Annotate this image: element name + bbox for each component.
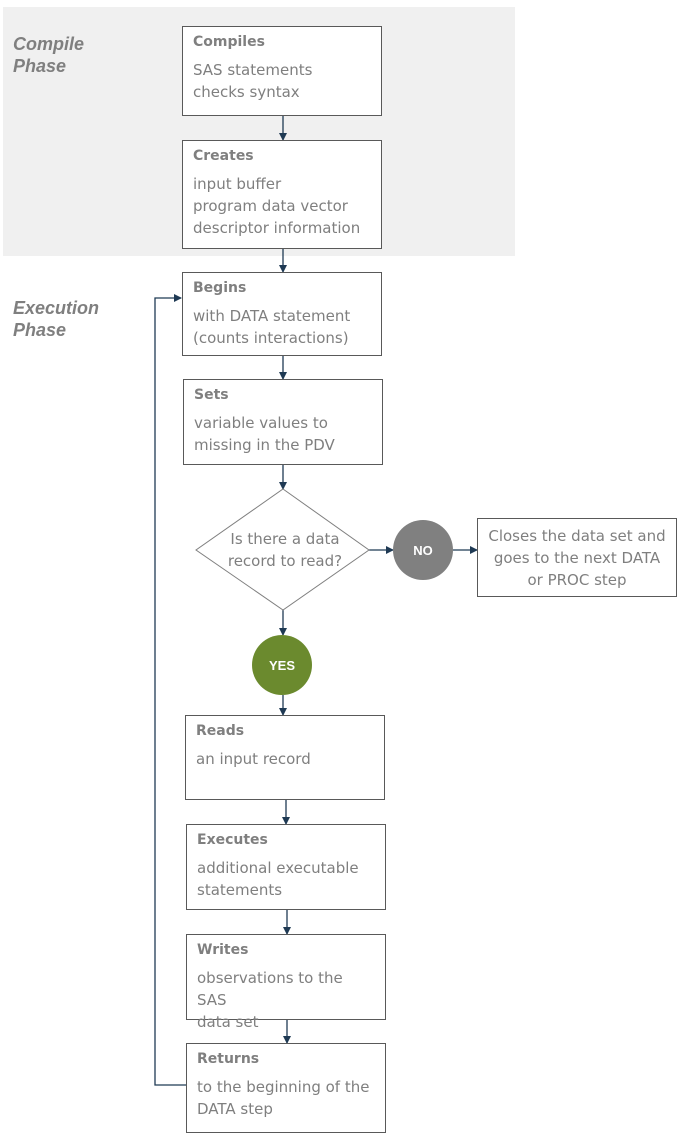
execution-phase-label: Execution Phase	[13, 298, 100, 340]
step-body: observations to the SAS data set	[197, 969, 343, 1031]
step-title: Writes	[197, 942, 249, 958]
no-circle: NO	[393, 520, 453, 580]
step-compiles: Compiles SAS statements checks syntax	[182, 26, 382, 116]
decision-diamond	[195, 488, 370, 611]
step-creates: Creates input buffer program data vector…	[182, 140, 382, 249]
step-begins: Begins with DATA statement (counts inter…	[182, 272, 382, 356]
step-body: an input record	[196, 750, 311, 768]
step-body: additional executable statements	[197, 859, 359, 899]
step-title: Compiles	[193, 34, 265, 50]
step-body: SAS statements checks syntax	[193, 61, 313, 101]
step-returns: Returns to the beginning of the DATA ste…	[186, 1043, 386, 1133]
step-body: with DATA statement (counts interactions…	[193, 307, 351, 347]
compile-phase-label: Compile Phase	[13, 34, 85, 76]
step-title: Begins	[193, 280, 247, 296]
step-executes: Executes additional executable statement…	[186, 824, 386, 910]
step-sets: Sets variable values to missing in the P…	[183, 379, 383, 465]
step-title: Creates	[193, 148, 254, 164]
no-outcome-box: Closes the data set and goes to the next…	[477, 518, 677, 597]
step-title: Returns	[197, 1051, 260, 1067]
step-reads: Reads an input record	[185, 715, 385, 800]
step-body: to the beginning of the DATA step	[197, 1078, 370, 1118]
yes-circle: YES	[252, 635, 312, 695]
step-writes: Writes observations to the SAS data set	[186, 934, 386, 1031]
step-title: Sets	[194, 387, 229, 403]
step-title: Executes	[197, 832, 268, 848]
step-title: Reads	[196, 723, 245, 739]
step-body: variable values to missing in the PDV	[194, 414, 335, 454]
step-body: input buffer program data vector descrip…	[193, 175, 361, 237]
loop-back-arrow	[154, 294, 186, 1086]
decision-question: Is there a data record to read?	[227, 530, 343, 570]
